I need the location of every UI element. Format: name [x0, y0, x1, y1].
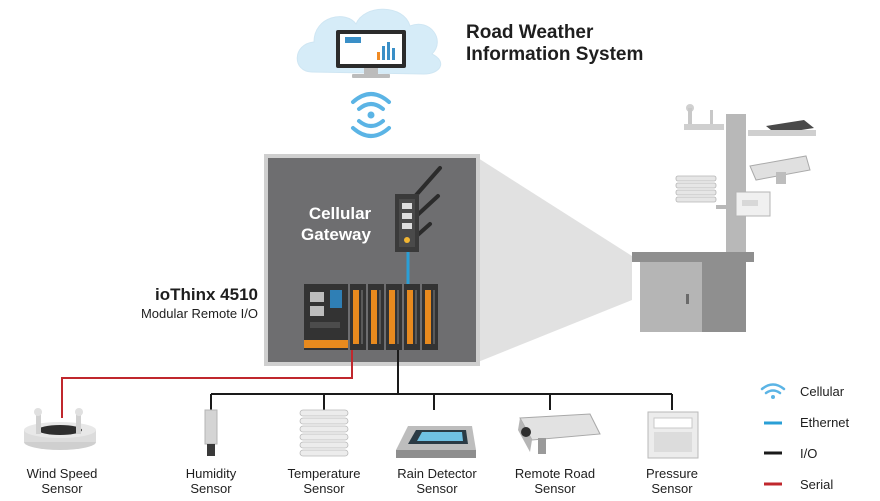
wifi-dot [367, 111, 375, 119]
legend-label-ethernet: Ethernet [800, 415, 850, 430]
sensor-label-remote-road-line-2: Sensor [534, 481, 576, 496]
weather-station-icon [675, 104, 816, 264]
io-wiring [210, 350, 673, 410]
sensor-label-humidity-line-1: Humidity [186, 466, 237, 481]
pressure-box-icon [647, 411, 699, 459]
sensor-label-pressure-line-2: Sensor [651, 481, 693, 496]
legend: Cellular Ethernet I/O Serial [760, 383, 850, 492]
sensor-label-wind-speed-line-1: Wind Speed [27, 466, 98, 481]
io-slot [386, 284, 402, 350]
io-slot-group [350, 284, 438, 350]
zoom-projection [478, 158, 632, 362]
legend-wifi-icon [760, 383, 786, 395]
device-name: ioThinx 4510 [155, 285, 258, 304]
legend-label-serial: Serial [800, 477, 833, 492]
io-slot [404, 284, 420, 350]
humidity-probe-icon [204, 409, 218, 456]
title-line-1: Road Weather [466, 22, 594, 43]
sensor-label-pressure-line-1: Pressure [646, 466, 698, 481]
serial-wiring [61, 350, 353, 418]
wifi-icon [351, 92, 391, 138]
sensor-label-remote-road-line-1: Remote Road [515, 466, 595, 481]
legend-label-io: I/O [800, 446, 817, 461]
cellular-gateway-device [395, 166, 442, 252]
title-line-2: Information System [466, 44, 643, 65]
gateway-label-line-2: Gateway [301, 225, 371, 244]
device-subtitle: Modular Remote I/O [141, 306, 258, 321]
anemometer-icon [24, 408, 96, 450]
io-slot [368, 284, 384, 350]
sensor-label-rain-detector-line-2: Sensor [416, 481, 458, 496]
rain-detector-icon [396, 426, 476, 458]
temperature-shield-icon [299, 409, 349, 457]
legend-label-cellular: Cellular [800, 384, 845, 399]
iothinx-io-module [304, 284, 348, 350]
io-slot [422, 284, 438, 350]
sensor-label-rain-detector-line-1: Rain Detector [397, 466, 477, 481]
roadside-cabinet-icon [632, 252, 754, 332]
sensor-label-wind-speed-line-2: Sensor [41, 481, 83, 496]
sensor-label-humidity-line-2: Sensor [190, 481, 232, 496]
sensor-label-temperature-line-1: Temperature [288, 466, 361, 481]
road-camera-icon [518, 413, 601, 454]
legend-wifi-dot [771, 395, 775, 399]
io-slot [350, 284, 366, 350]
sensor-label-temperature-line-2: Sensor [303, 481, 345, 496]
gateway-label-line-1: Cellular [309, 204, 372, 223]
monitor-icon [336, 30, 406, 78]
